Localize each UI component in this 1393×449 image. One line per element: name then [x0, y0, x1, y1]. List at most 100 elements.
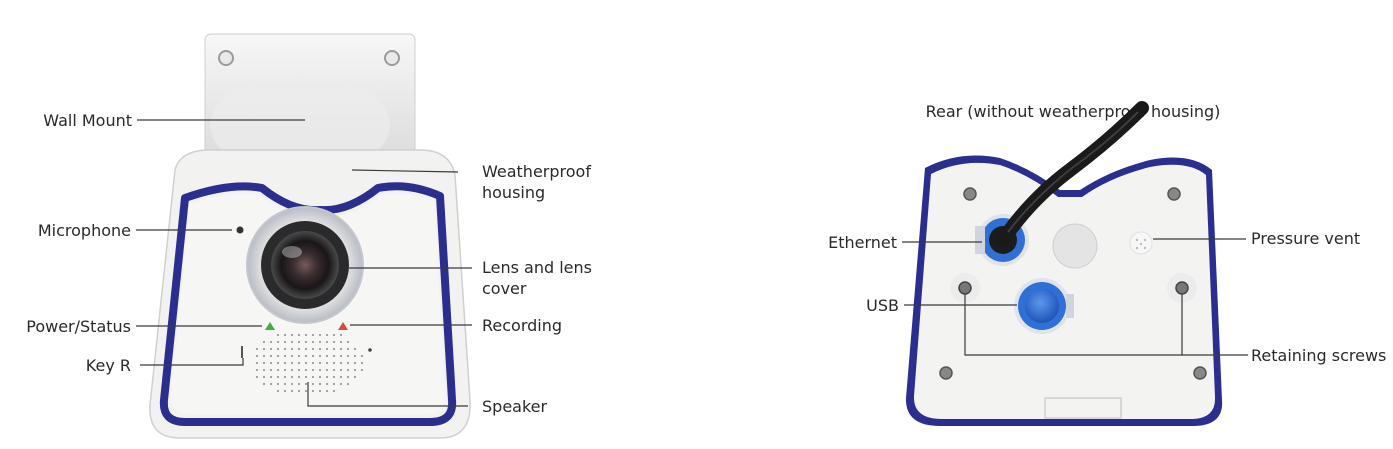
- speaker-hole: [290, 368, 294, 372]
- speaker-hole: [276, 389, 280, 393]
- label-recording: Recording: [482, 316, 562, 335]
- rear-screw-top-right: [1167, 187, 1181, 201]
- label-microphone: Microphone: [38, 221, 131, 240]
- speaker-hole: [318, 340, 322, 344]
- rear-screw-top-left: [963, 187, 977, 201]
- speaker-hole: [297, 340, 301, 344]
- microphone-hole: [236, 226, 244, 234]
- speaker-hole: [304, 382, 308, 386]
- speaker-hole: [346, 361, 350, 365]
- ethernet-cable-highlight: [1007, 111, 1139, 233]
- speaker-hole: [360, 354, 364, 358]
- speaker-hole: [297, 389, 301, 393]
- speaker-hole: [332, 361, 336, 365]
- lens-glint: [282, 246, 302, 258]
- speaker-hole: [290, 354, 294, 358]
- speaker-hole: [262, 340, 266, 344]
- speaker-hole: [339, 340, 343, 344]
- speaker-hole: [269, 354, 273, 358]
- speaker-hole: [304, 333, 308, 337]
- speaker-hole: [276, 375, 280, 379]
- speaker-hole: [297, 333, 301, 337]
- label-ethernet: Ethernet: [828, 233, 897, 252]
- speaker-hole: [311, 389, 315, 393]
- speaker-hole: [262, 375, 266, 379]
- speaker-hole: [318, 354, 322, 358]
- speaker-hole: [318, 382, 322, 386]
- side-hole: [368, 348, 372, 352]
- speaker-hole: [339, 382, 343, 386]
- pressure-vent: [1129, 231, 1153, 255]
- speaker-hole: [255, 361, 259, 365]
- speaker-hole: [304, 354, 308, 358]
- speaker-hole: [325, 389, 329, 393]
- speaker-hole: [311, 333, 315, 337]
- speaker-hole: [276, 382, 280, 386]
- rear-cap: [1052, 223, 1098, 269]
- speaker-hole: [332, 354, 336, 358]
- rear-screw-bottom-right: [1193, 366, 1207, 380]
- speaker-hole: [325, 333, 329, 337]
- speaker-hole: [346, 382, 350, 386]
- speaker-hole: [346, 368, 350, 372]
- rear-title: Rear (without weatherproof housing): [926, 102, 1221, 121]
- speaker-hole: [262, 354, 266, 358]
- label-weatherproof-line1: Weatherproof: [482, 162, 591, 181]
- speaker-hole: [311, 347, 315, 351]
- speaker-hole: [346, 354, 350, 358]
- speaker-hole: [318, 333, 322, 337]
- speaker-hole: [283, 354, 287, 358]
- speaker-hole: [290, 375, 294, 379]
- speaker-hole: [283, 375, 287, 379]
- lens: [271, 231, 339, 299]
- speaker-hole: [255, 368, 259, 372]
- speaker-hole: [346, 347, 350, 351]
- speaker-hole: [353, 375, 357, 379]
- speaker-hole: [283, 382, 287, 386]
- speaker-hole: [290, 333, 294, 337]
- speaker-hole: [297, 382, 301, 386]
- speaker-hole: [325, 375, 329, 379]
- speaker-hole: [276, 368, 280, 372]
- speaker-hole: [311, 340, 315, 344]
- speaker-hole: [290, 382, 294, 386]
- speaker-hole: [290, 347, 294, 351]
- speaker-hole: [283, 340, 287, 344]
- speaker-hole: [353, 354, 357, 358]
- speaker-hole: [269, 368, 273, 372]
- speaker-grille: [255, 333, 364, 393]
- speaker-hole: [325, 368, 329, 372]
- speaker-hole: [325, 354, 329, 358]
- speaker-hole: [276, 354, 280, 358]
- speaker-hole: [290, 340, 294, 344]
- speaker-hole: [339, 361, 343, 365]
- speaker-hole: [360, 361, 364, 365]
- speaker-hole: [332, 375, 336, 379]
- speaker-hole: [255, 354, 259, 358]
- speaker-hole: [283, 347, 287, 351]
- speaker-hole: [269, 375, 273, 379]
- speaker-hole: [276, 333, 280, 337]
- speaker-hole: [290, 361, 294, 365]
- key-r-button: [241, 346, 243, 358]
- speaker-hole: [283, 389, 287, 393]
- speaker-hole: [276, 340, 280, 344]
- speaker-hole: [325, 340, 329, 344]
- usb-port: [1014, 278, 1074, 334]
- speaker-hole: [304, 340, 308, 344]
- speaker-hole: [311, 354, 315, 358]
- speaker-hole: [297, 347, 301, 351]
- rear-screw-bottom-left: [939, 366, 953, 380]
- speaker-hole: [283, 368, 287, 372]
- speaker-hole: [353, 347, 357, 351]
- speaker-hole: [269, 361, 273, 365]
- speaker-hole: [262, 361, 266, 365]
- mount-screw-left: [218, 50, 234, 66]
- speaker-hole: [353, 361, 357, 365]
- recording-led: [338, 322, 348, 330]
- speaker-hole: [311, 368, 315, 372]
- speaker-hole: [318, 368, 322, 372]
- speaker-hole: [325, 382, 329, 386]
- speaker-hole: [255, 375, 259, 379]
- speaker-hole: [262, 368, 266, 372]
